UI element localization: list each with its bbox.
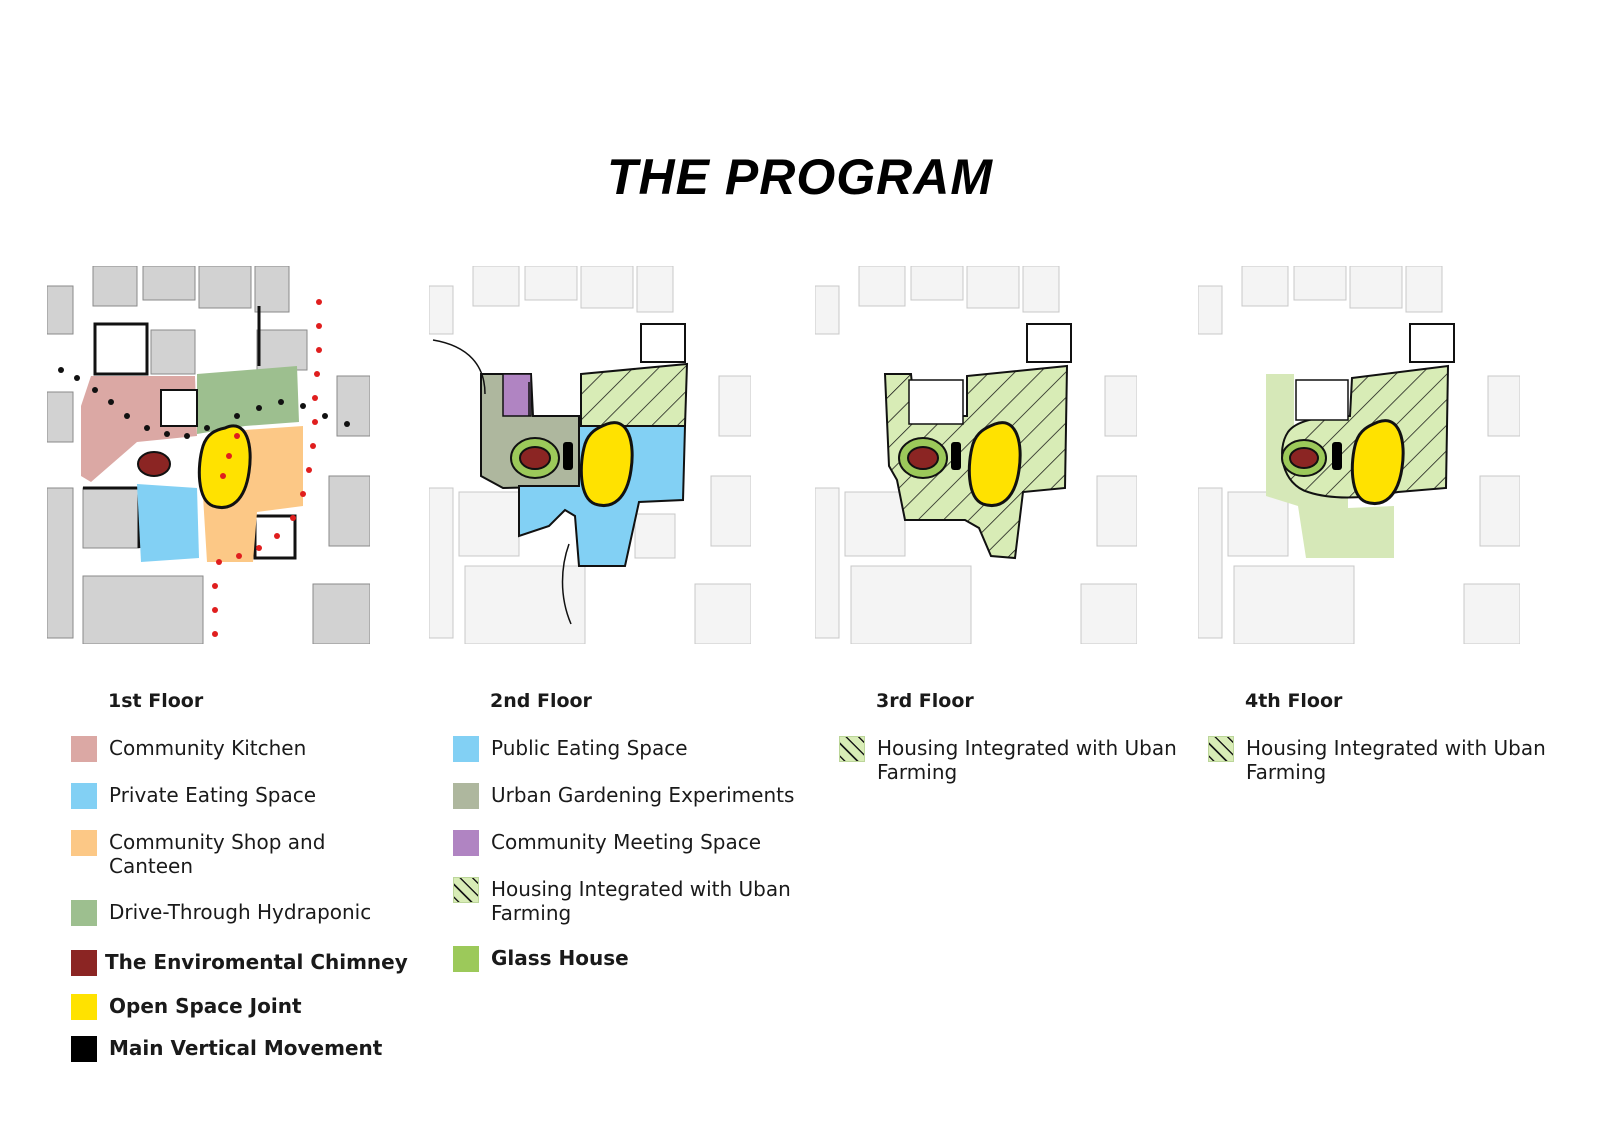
legend-label: Community Meeting Space <box>491 830 762 854</box>
zone-housing-hatch <box>580 362 689 434</box>
legend-label: Community Shop and Canteen <box>109 830 326 878</box>
floor-title-2: 2nd Floor <box>490 690 592 712</box>
legend-label: Drive-Through Hydraponic <box>109 900 372 924</box>
floor-title-3: 3rd Floor <box>876 690 974 712</box>
page-title: THE PROGRAM <box>607 149 993 205</box>
swatch-community-kitchen <box>71 736 97 762</box>
zone-meeting <box>502 373 532 417</box>
zone-private-eating <box>137 484 199 562</box>
chimney-mark <box>519 446 551 470</box>
swatch-chimney <box>71 950 97 976</box>
dotted-path-red <box>212 299 322 637</box>
swatch-urban-gardening <box>453 783 479 809</box>
floor-title-4: 4th Floor <box>1245 690 1343 712</box>
floor-title-1: 1st Floor <box>108 690 204 712</box>
swatch-hydraponic <box>71 900 97 926</box>
swatch-public-eating <box>453 736 479 762</box>
swatch-glass-house <box>453 946 479 972</box>
legend-label: Open Space Joint <box>109 994 302 1018</box>
legend-label: Housing Integrated with Uban Farming <box>877 736 1177 784</box>
dotted-path-black <box>58 367 350 439</box>
vertical-movement-mark <box>1332 442 1342 470</box>
legend-label: Public Eating Space <box>491 736 688 760</box>
zone-community-shop <box>203 426 303 562</box>
zone-glass-house-light <box>1266 374 1394 558</box>
legend-label: Main Vertical Movement <box>109 1036 383 1060</box>
swatch-private-eating <box>71 783 97 809</box>
swatch-housing-hatch <box>1208 736 1234 762</box>
context-buildings <box>815 266 1137 644</box>
chimney-mark <box>907 446 939 470</box>
legend-label: Urban Gardening Experiments <box>491 783 795 807</box>
chimney-mark <box>1289 447 1319 469</box>
legend-label: Housing Integrated with Uban Farming <box>491 877 791 925</box>
context-buildings <box>47 266 370 644</box>
swatch-housing-hatch <box>453 877 479 903</box>
chimney-mark <box>137 451 171 477</box>
vertical-movement-mark <box>951 442 961 470</box>
swatch-housing-hatch <box>839 736 865 762</box>
legend-label: Community Kitchen <box>109 736 307 760</box>
open-space-mark <box>197 424 252 509</box>
swatch-community-shop <box>71 830 97 856</box>
plan-2nd-floor <box>429 266 751 644</box>
plan-1st-floor <box>47 266 370 644</box>
swatch-meeting <box>453 830 479 856</box>
open-space-mark <box>579 421 634 507</box>
vertical-movement-mark <box>563 442 573 470</box>
swatch-open-space <box>71 994 97 1020</box>
zone-hydraponic <box>197 366 299 434</box>
legend-label: Private Eating Space <box>109 783 317 807</box>
open-space-mark <box>1350 419 1405 505</box>
plan-3rd-floor <box>815 266 1137 644</box>
legend-label: Housing Integrated with Uban Farming <box>1246 736 1546 784</box>
plan-4th-floor <box>1198 266 1520 644</box>
legend-label: Glass House <box>491 946 629 970</box>
swatch-vertical-movement <box>71 1036 97 1062</box>
open-space-mark <box>967 421 1022 507</box>
context-buildings <box>1198 266 1520 644</box>
legend-label: The Enviromental Chimney <box>105 950 408 974</box>
